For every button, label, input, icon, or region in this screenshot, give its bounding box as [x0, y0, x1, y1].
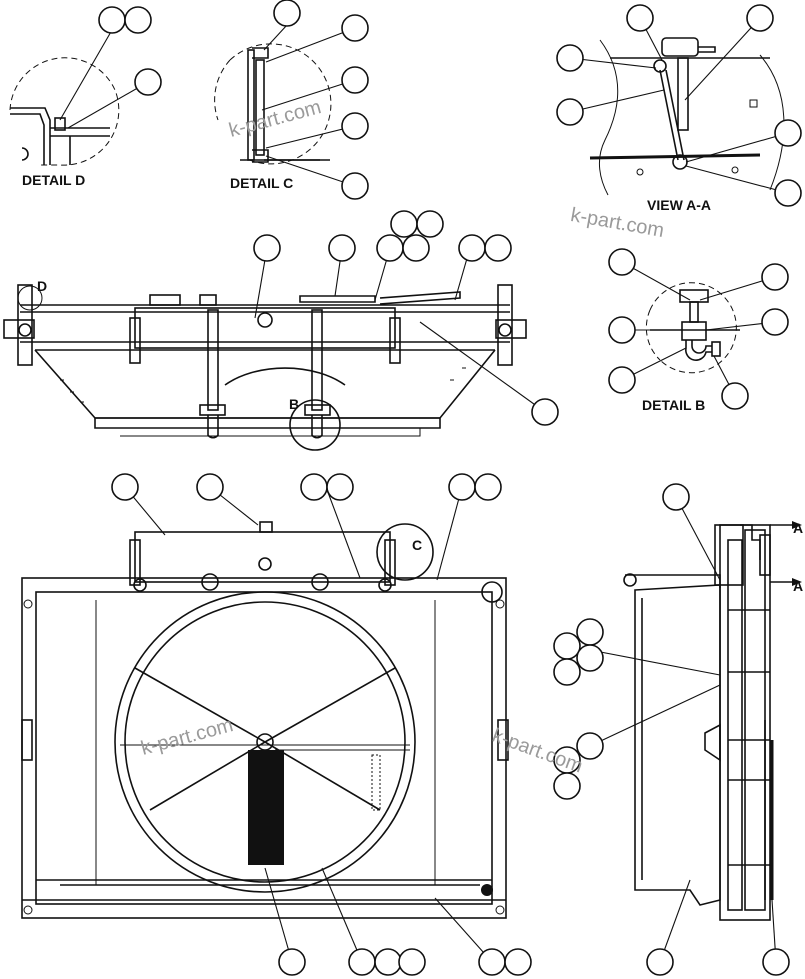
detail-b-label: DETAIL B — [642, 397, 706, 413]
marker-c-label: C — [412, 537, 423, 553]
detail-c-view — [214, 43, 332, 165]
section-marker-a-top: A — [793, 520, 804, 536]
detail-d-callouts — [59, 6, 162, 129]
marker-d-label: D — [37, 278, 48, 294]
detail-d-label: DETAIL D — [22, 172, 86, 188]
top-view-callouts — [253, 210, 559, 426]
detail-c-callouts — [261, 0, 369, 200]
view-a-a — [589, 37, 785, 196]
view-a-a-label: VIEW A-A — [647, 197, 712, 213]
side-view-callouts — [553, 483, 790, 976]
detail-b-callouts — [608, 248, 789, 410]
section-marker-a-bottom: A — [793, 578, 804, 594]
detail-d-view — [9, 57, 120, 166]
view-a-a-callouts — [556, 4, 802, 207]
side-view — [623, 521, 802, 921]
front-view-callouts — [111, 473, 532, 976]
front-view — [21, 521, 509, 919]
detail-b-view — [645, 282, 740, 374]
top-view — [3, 284, 527, 451]
marker-b-label: B — [289, 396, 300, 412]
detail-c-label: DETAIL C — [230, 175, 294, 191]
